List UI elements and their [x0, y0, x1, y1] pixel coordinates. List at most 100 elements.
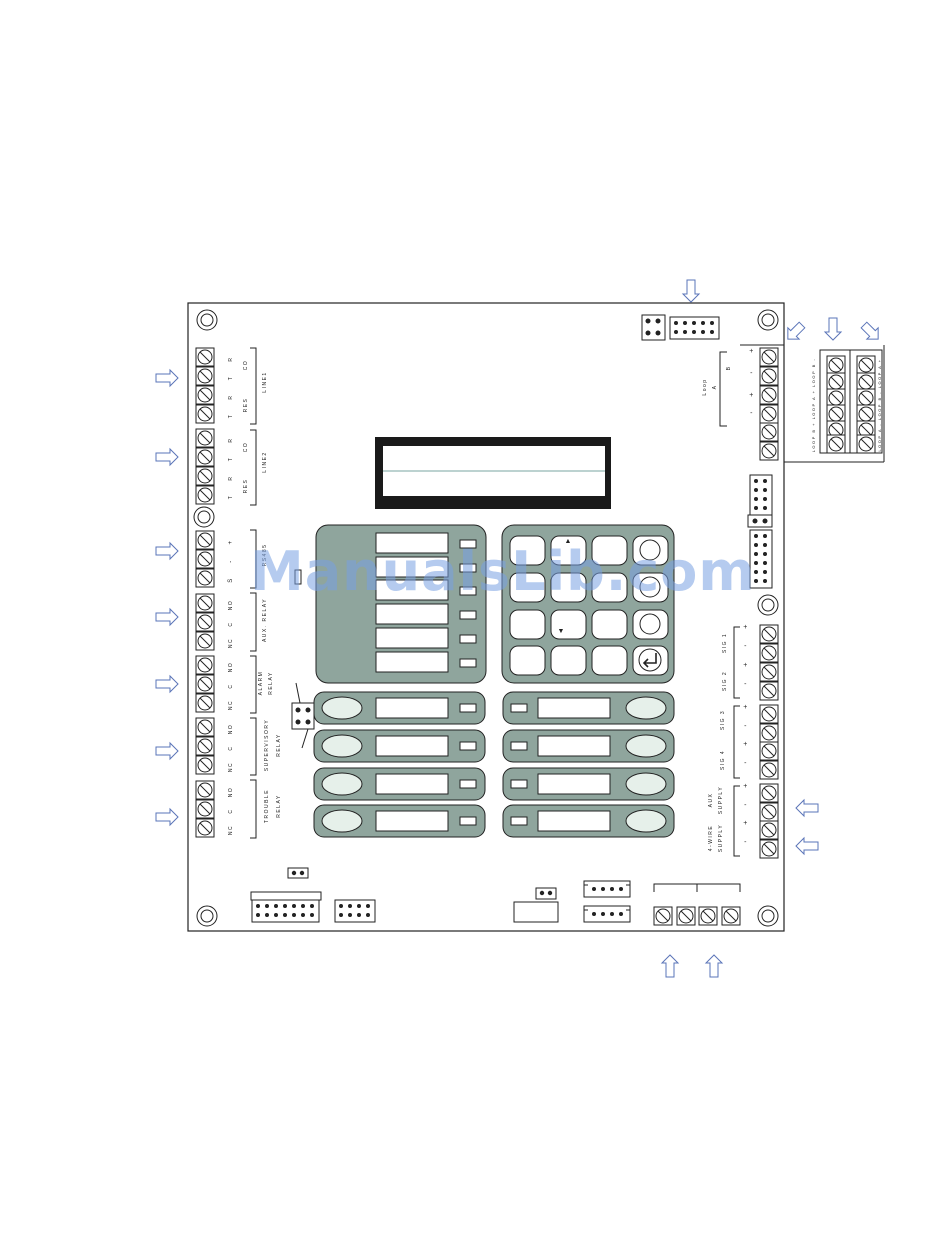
status-label-4: [375, 603, 449, 625]
header-bottom-8pin-pin: [357, 913, 361, 917]
zone-left-led-2: [459, 741, 477, 751]
header-bottom-14pin-pin: [301, 913, 305, 917]
zone-left-label-2: [375, 735, 449, 757]
status-led-4: [459, 610, 477, 620]
header-right-8pin-pin: [763, 479, 767, 483]
mount-hole-top-left-inner: [200, 313, 214, 327]
sign-label: +: [743, 783, 749, 790]
keypad-key-r4c2[interactable]: [550, 645, 587, 676]
bracket-supervisory-relay: [250, 717, 257, 776]
pin-label: NO: [228, 662, 234, 673]
left-terminal-6-slot: [199, 451, 211, 463]
header-top-10pin-pin: [710, 321, 714, 325]
header-top-10pin-pin: [701, 321, 705, 325]
wiring-arrow-left-7: [155, 807, 179, 827]
right-terminal-1-slot: [763, 628, 775, 640]
header-bottom-14pin-pin: [256, 904, 260, 908]
zone-left-label-1: [375, 697, 449, 719]
group-name-line2: LINE2: [262, 451, 268, 472]
left-terminal-17-slot: [199, 697, 211, 709]
function-key-circle: [639, 576, 661, 598]
wiring-arrow-left-5: [155, 674, 179, 694]
zone-left-button-1[interactable]: [321, 696, 363, 720]
zone-left-button-4[interactable]: [321, 809, 363, 833]
left-terminal-14-slot: [199, 635, 211, 647]
zone-left-button-2[interactable]: [321, 734, 363, 758]
wiring-arrow-bottom-left: [660, 954, 680, 978]
zone-right-led-1: [510, 703, 528, 713]
mount-hole-top-right-inner: [761, 313, 775, 327]
header-bottom-14pin-pin: [301, 904, 305, 908]
zone-right-button-1[interactable]: [625, 696, 667, 720]
pin-label: NC: [228, 638, 234, 648]
status-led-3: [459, 586, 477, 596]
group-label-res: RES: [243, 479, 249, 494]
keypad-key-r2c2[interactable]: [550, 572, 587, 603]
header-top-10pin-pin: [683, 321, 687, 325]
expansion-terminal-a-1-slot: [830, 359, 842, 371]
wiring-arrow-diag-left: [787, 321, 806, 340]
arrow-up-icon: ▲: [565, 538, 572, 545]
header-bottom-housing: [250, 891, 322, 901]
status-label-6: [375, 651, 449, 673]
jumper-bottom-right: [535, 887, 557, 900]
sign-label: -: [744, 723, 748, 730]
header-bottom-14pin-pin: [292, 913, 296, 917]
header-bottom-8pin-pin: [339, 904, 343, 908]
wiring-arrow-top: [681, 279, 701, 303]
pin-label: NC: [228, 825, 234, 835]
right-terminal-3-slot: [763, 666, 775, 678]
zone-left-led-1: [459, 703, 477, 713]
left-terminal-5-slot: [199, 432, 211, 444]
zone-right-button-4[interactable]: [625, 809, 667, 833]
expansion-terminal-a-4-slot: [830, 408, 842, 420]
left-terminal-23-slot: [199, 822, 211, 834]
header-right-12pin-pin: [754, 579, 758, 583]
left-terminal-7-slot: [199, 470, 211, 482]
sign-label: +: [743, 624, 749, 631]
jumper-pin: [291, 870, 297, 876]
expansion-terminal-a-6-slot: [830, 438, 842, 450]
wiring-arrow-down-middle: [823, 317, 843, 341]
db-pin: [619, 887, 623, 891]
zone-left-button-3[interactable]: [321, 772, 363, 796]
keypad-key-r1c2[interactable]: [550, 535, 587, 566]
group-name-supply: SUPPLY: [718, 786, 724, 814]
loop-label-b: B: [726, 366, 732, 371]
header-right-8pin-pin: [754, 479, 758, 483]
group-name-4wire: 4-WIRE: [708, 825, 714, 852]
keypad-key-r4c1[interactable]: [509, 645, 546, 676]
header-bottom-14pin-pin: [310, 913, 314, 917]
keypad-key-r3c1[interactable]: [509, 609, 546, 640]
expansion-terminal-a-2-slot: [830, 376, 842, 388]
zone-right-button-2[interactable]: [625, 734, 667, 758]
db-pin: [601, 887, 605, 891]
keypad-key-r4c3[interactable]: [591, 645, 628, 676]
header-right-12pin: [749, 529, 773, 589]
left-terminal-9-slot: [199, 534, 211, 546]
bottom-terminal-4-slot: [725, 910, 737, 922]
header-right-8pin-pin: [754, 506, 758, 510]
keypad-key-r1c3[interactable]: [591, 535, 628, 566]
keypad-key-r3c2[interactable]: [550, 609, 587, 640]
keypad-key-r2c1[interactable]: [509, 572, 546, 603]
header-bottom-14pin-pin: [283, 913, 287, 917]
bottom-terminal-1-slot: [657, 910, 669, 922]
keypad-key-r3c3[interactable]: [591, 609, 628, 640]
jumper-pin: [295, 719, 301, 725]
keypad-key-r2c3[interactable]: [591, 572, 628, 603]
pin-label: NC: [228, 700, 234, 710]
switch-indicator: [294, 569, 302, 585]
header-bottom-8pin-pin: [348, 913, 352, 917]
zone-right-button-3[interactable]: [625, 772, 667, 796]
header-top-10pin-pin: [701, 330, 705, 334]
loop-terminal-5-slot: [763, 426, 775, 438]
status-label-3: [375, 579, 449, 601]
jumper-right: [747, 514, 773, 528]
sign-label: -: [744, 643, 748, 650]
status-label-1: [375, 532, 449, 554]
sign-label: +: [749, 392, 755, 399]
header-bottom-8pin-pin: [366, 904, 370, 908]
keypad-key-r1c1[interactable]: [509, 535, 546, 566]
